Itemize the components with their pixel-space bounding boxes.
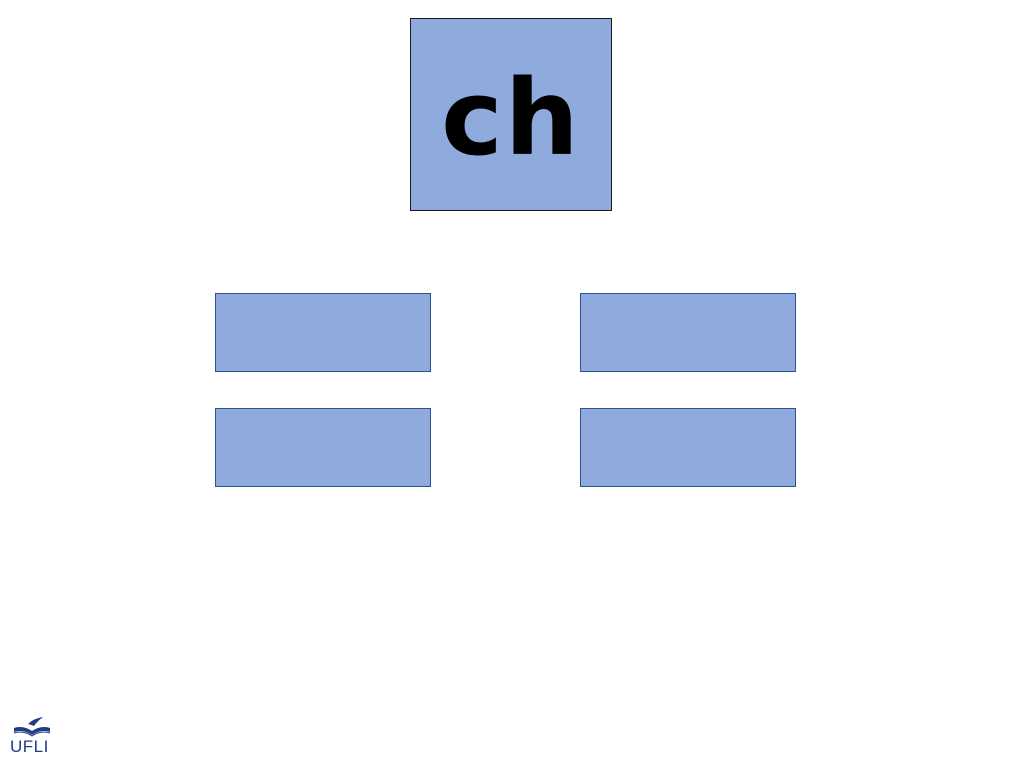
grapheme-card: ch xyxy=(410,18,612,211)
word-box-3 xyxy=(215,408,431,487)
logo-text: UFLI xyxy=(10,737,49,756)
word-box-1 xyxy=(215,293,431,372)
grapheme-text: ch xyxy=(441,56,581,179)
word-box-2 xyxy=(580,293,796,372)
word-box-4 xyxy=(580,408,796,487)
open-book-bird-icon xyxy=(13,717,51,737)
ufli-logo: UFLI xyxy=(8,716,58,762)
